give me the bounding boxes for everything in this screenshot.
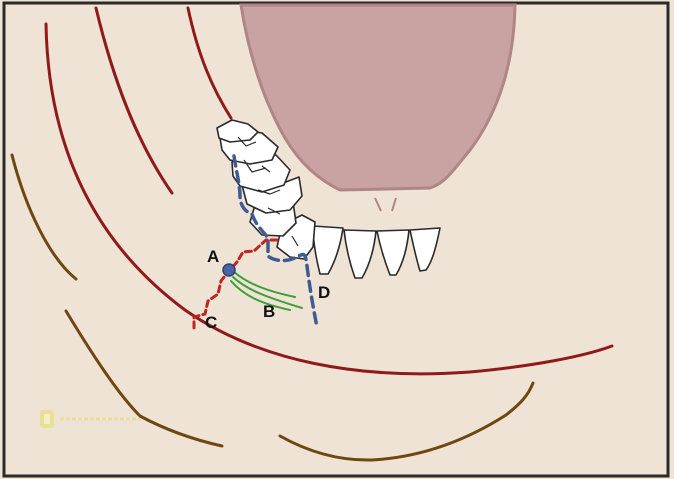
- label-a: A: [207, 247, 219, 266]
- label-b: B: [263, 302, 275, 321]
- point-a-marker: [223, 264, 235, 276]
- label-d: D: [318, 283, 330, 302]
- label-c: C: [205, 313, 217, 332]
